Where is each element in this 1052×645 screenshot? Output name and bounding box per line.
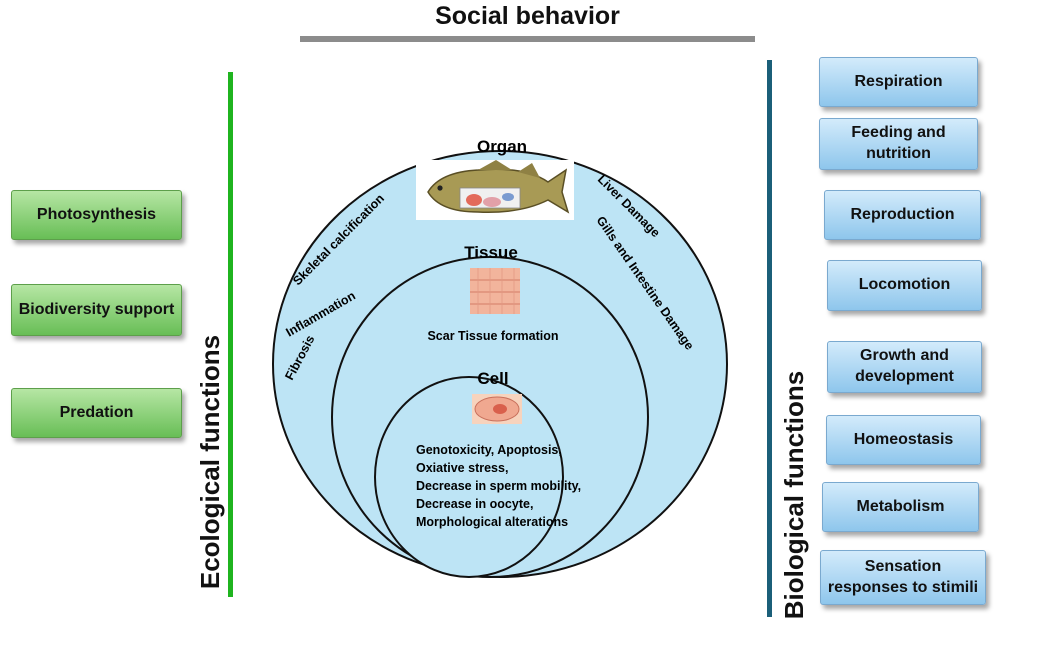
eco-item-biodiversity-support: Biodiversity support	[11, 284, 182, 336]
tissue-label: Tissue	[464, 243, 518, 262]
bio-item-sensation-responses: Sensation responses to stimili	[820, 550, 986, 605]
tissue-effect-scar-tissue: Scar Tissue formation	[427, 329, 558, 343]
bio-item-homeostasis: Homeostasis	[826, 415, 981, 465]
organ-label: Organ	[477, 137, 527, 156]
cell-effect-line-1: Genotoxicity, Apoptosis,	[416, 443, 562, 457]
bio-item-metabolism: Metabolism	[822, 482, 979, 532]
cell-effect-line-4: Decrease in oocyte,	[416, 497, 533, 511]
cell-circle	[374, 376, 564, 578]
title-divider	[300, 36, 755, 42]
cell-illustration	[472, 394, 522, 424]
organization-levels-diagram: Organ Skeletal calcification Inflammatio…	[272, 137, 728, 578]
bio-item-respiration: Respiration	[819, 57, 978, 107]
cell-effect-line-3: Decrease in sperm mobility,	[416, 479, 581, 493]
eco-item-predation: Predation	[11, 388, 182, 438]
cell-effect-line-5: Morphological alterations	[416, 515, 568, 529]
eco-item-photosynthesis: Photosynthesis	[11, 190, 182, 240]
ecological-divider-line	[228, 72, 233, 597]
bio-item-locomotion: Locomotion	[827, 260, 982, 311]
biological-divider-line	[767, 60, 772, 617]
cell-label: Cell	[477, 369, 508, 388]
fish-organ-illustration	[416, 160, 574, 220]
diagram-title: Social behavior	[435, 2, 620, 30]
bio-item-feeding-and-nutrition: Feeding and nutrition	[819, 118, 978, 170]
bio-item-reproduction: Reproduction	[824, 190, 981, 240]
tissue-illustration	[470, 268, 520, 314]
cell-effect-line-2: Oxiative stress,	[416, 461, 508, 475]
bio-item-growth-and-development: Growth and development	[827, 341, 982, 393]
